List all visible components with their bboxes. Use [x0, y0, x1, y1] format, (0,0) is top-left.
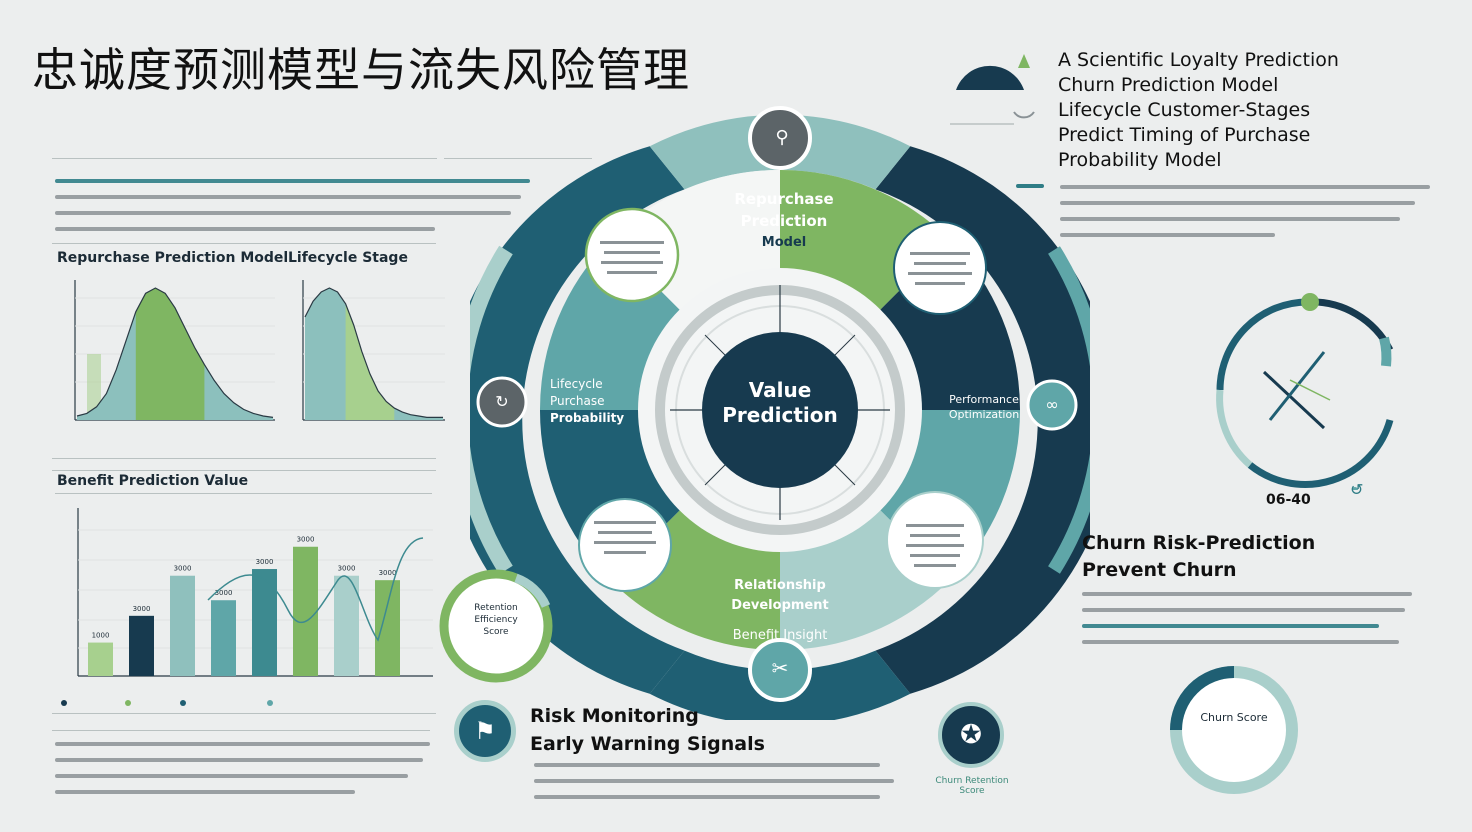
churn-title: Churn Risk-Prediction Prevent Churn	[1082, 530, 1315, 584]
lifecycle-icon: ↻	[495, 392, 509, 411]
satellite-circles	[578, 207, 987, 592]
churn-title-line: Churn Risk-Prediction	[1082, 532, 1316, 554]
cloud-hill-icon	[950, 54, 1035, 125]
area-highlight	[345, 303, 395, 420]
bar	[293, 546, 318, 676]
divider	[52, 713, 436, 714]
optimize-icon: ∞	[1045, 395, 1059, 414]
divider	[52, 458, 436, 459]
churn-score-donut	[1170, 666, 1298, 794]
segment-label-line: Purchase	[550, 394, 605, 408]
center-label: Value Prediction	[700, 378, 860, 428]
right-intro-text-lines	[1060, 185, 1430, 249]
retention-circle-label: Retention Efficiency Score	[452, 602, 540, 638]
center-label-line: Prediction	[722, 403, 838, 427]
gauge-refresh-icon: ↺	[1350, 480, 1364, 499]
bar-chart: 1000 3000 3000 3000 3000 3000 3000 3000	[61, 508, 433, 706]
churn-score-label: Churn Retention Score	[935, 776, 1009, 796]
gauge-chart	[1216, 293, 1394, 490]
risk-icon-badge: ⚑	[454, 700, 516, 762]
risk-title: Risk Monitoring Early Warning Signals	[530, 702, 765, 758]
tools-icon: ✂	[771, 656, 789, 680]
risk-title-line: Risk Monitoring	[530, 705, 699, 727]
churn-score-short: Churn Score	[1200, 711, 1268, 724]
center-hub	[638, 268, 922, 552]
segment-label-line: Model	[761, 235, 807, 250]
retention-line: Retention	[474, 603, 518, 613]
header-line: Predict Timing of Purchase	[1058, 124, 1311, 146]
bar	[375, 580, 400, 676]
benefit-chart-title: Benefit Prediction Value	[57, 473, 249, 489]
legend	[61, 700, 273, 706]
bar-value-label: 3000	[174, 565, 192, 573]
divider	[55, 493, 432, 494]
left-footer-text-lines	[55, 742, 430, 806]
right-segment-label: Performance Optimization	[936, 392, 1032, 422]
header-line: A Scientific Loyalty Prediction	[1058, 49, 1339, 71]
churn-title-line: Prevent Churn	[1082, 559, 1237, 581]
bars: 1000 3000 3000 3000 3000 3000 3000 3000	[88, 536, 400, 676]
divider	[52, 243, 436, 244]
churn-text-lines	[1082, 592, 1412, 656]
retention-line: Score	[483, 627, 509, 637]
risk-text-lines	[534, 763, 894, 811]
intro-text-lines	[55, 179, 530, 243]
bar	[334, 575, 359, 676]
top-segment-label: Repurchase Prediction Model	[716, 188, 852, 254]
header-line: Lifecycle Customer-Stages	[1058, 99, 1311, 121]
page-title: 忠诚度预测模型与流失风险管理	[32, 43, 690, 97]
segment-label-line: Probability	[550, 411, 625, 425]
bar	[170, 575, 195, 676]
churn-score-badge: ✪	[938, 702, 1004, 768]
segment-label-line: Performance	[949, 393, 1019, 406]
bar-value-label: 3000	[379, 569, 397, 577]
bar-value-label: 3000	[338, 565, 356, 573]
segment-label-line: Lifecycle	[550, 377, 603, 391]
header-line: Probability Model	[1058, 149, 1222, 171]
bar	[88, 642, 113, 676]
lifecycle-area	[304, 287, 443, 420]
area-highlight	[135, 288, 205, 420]
area-line	[76, 287, 274, 418]
divider	[444, 158, 592, 159]
divider	[52, 158, 437, 159]
bar-value-label: 3000	[133, 605, 151, 613]
right-header-title: A Scientific Loyalty Prediction Churn Pr…	[1058, 48, 1339, 173]
lifecycle-chart-title: Lifecycle Stage	[288, 250, 408, 266]
trend-curve	[207, 537, 424, 642]
repurchase-area	[76, 287, 274, 420]
small-tag	[1016, 184, 1044, 188]
retention-line: Efficiency	[474, 615, 518, 625]
segment-label-line: Prediction	[740, 212, 828, 230]
bar-value-label: 1000	[92, 632, 110, 640]
bar-value-label: 3000	[297, 536, 315, 544]
repurchase-chart-title: Repurchase Prediction Model	[57, 250, 289, 266]
segment-label-line: Relationship Development	[731, 578, 829, 613]
gauge-label: 06-40	[1266, 492, 1311, 508]
gray-icon-badges	[476, 106, 1078, 702]
chart-icon: ⚲	[775, 127, 789, 148]
bar	[211, 600, 236, 676]
area-line	[304, 287, 443, 418]
bar	[252, 569, 277, 676]
area-charts	[74, 280, 445, 421]
bottom-segment-label: Relationship Development Benefit Insight	[690, 576, 870, 646]
segment-label-line: Repurchase	[734, 190, 834, 208]
center-label-line: Value	[748, 378, 812, 402]
loyalty-wheel	[470, 106, 1090, 720]
segment-label-line: Optimization	[948, 408, 1020, 421]
risk-title-line: Early Warning Signals	[530, 733, 765, 755]
divider	[52, 730, 430, 731]
area-fill	[305, 288, 443, 420]
bar	[129, 615, 154, 676]
bar-value-label: 3000	[215, 589, 233, 597]
header-line: Churn Prediction Model	[1058, 74, 1279, 96]
retention-ring	[439, 569, 553, 683]
divider	[52, 470, 436, 471]
bar-value-label: 3000	[256, 558, 274, 566]
left-segment-label: Lifecycle Purchase Probability	[550, 376, 630, 427]
segment-label-line: Benefit Insight	[732, 628, 828, 643]
